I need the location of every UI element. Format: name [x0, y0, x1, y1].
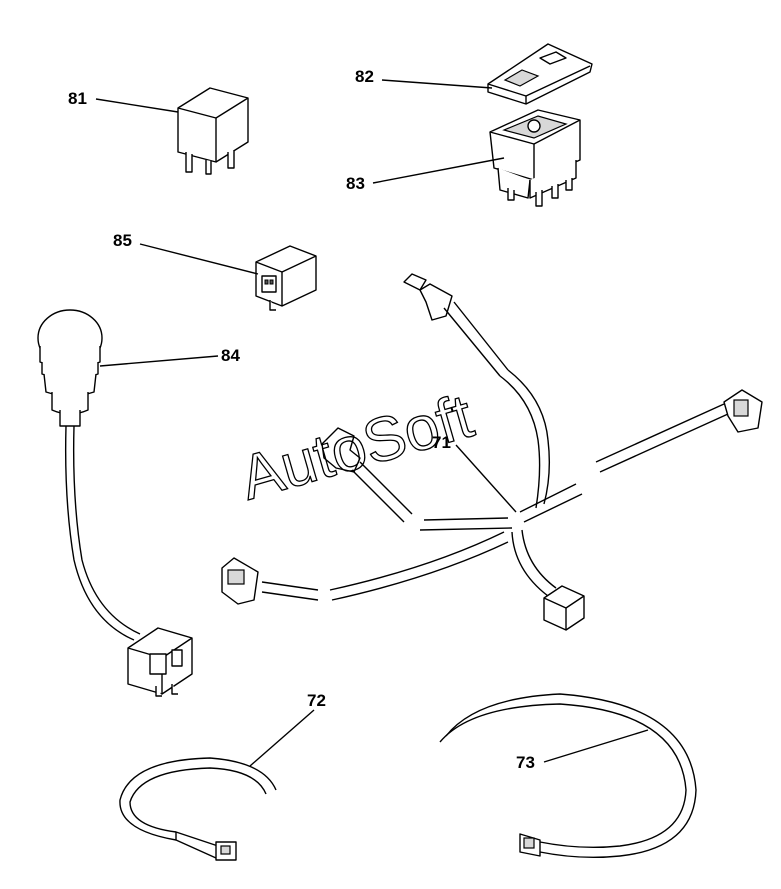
- label-83: 83: [346, 174, 365, 193]
- label-84: 84: [221, 346, 240, 365]
- push-button-84: [37, 309, 193, 697]
- leader-85: [139, 243, 259, 275]
- cable-tie-73: [439, 693, 697, 859]
- label-72: 72: [307, 691, 326, 710]
- watermark: AutoSoft: [233, 382, 481, 514]
- switch-body-83: [489, 109, 581, 207]
- leader-73: [543, 729, 649, 763]
- cable-tie-72: [119, 757, 277, 861]
- label-81: 81: [68, 89, 87, 108]
- leader-82: [381, 79, 493, 89]
- label-73: 73: [516, 753, 535, 772]
- leader-84: [99, 355, 219, 367]
- label-71: 71: [432, 433, 451, 452]
- switch-cover-82: [487, 43, 593, 105]
- leader-83: [372, 157, 505, 184]
- label-82: 82: [355, 67, 374, 86]
- connector-85: [255, 245, 317, 311]
- wiring-harness-71: [221, 273, 763, 631]
- relay-81: [177, 87, 249, 175]
- leader-72: [249, 709, 315, 767]
- leader-81: [95, 98, 179, 113]
- leader-71: [455, 444, 517, 513]
- label-85: 85: [113, 231, 132, 250]
